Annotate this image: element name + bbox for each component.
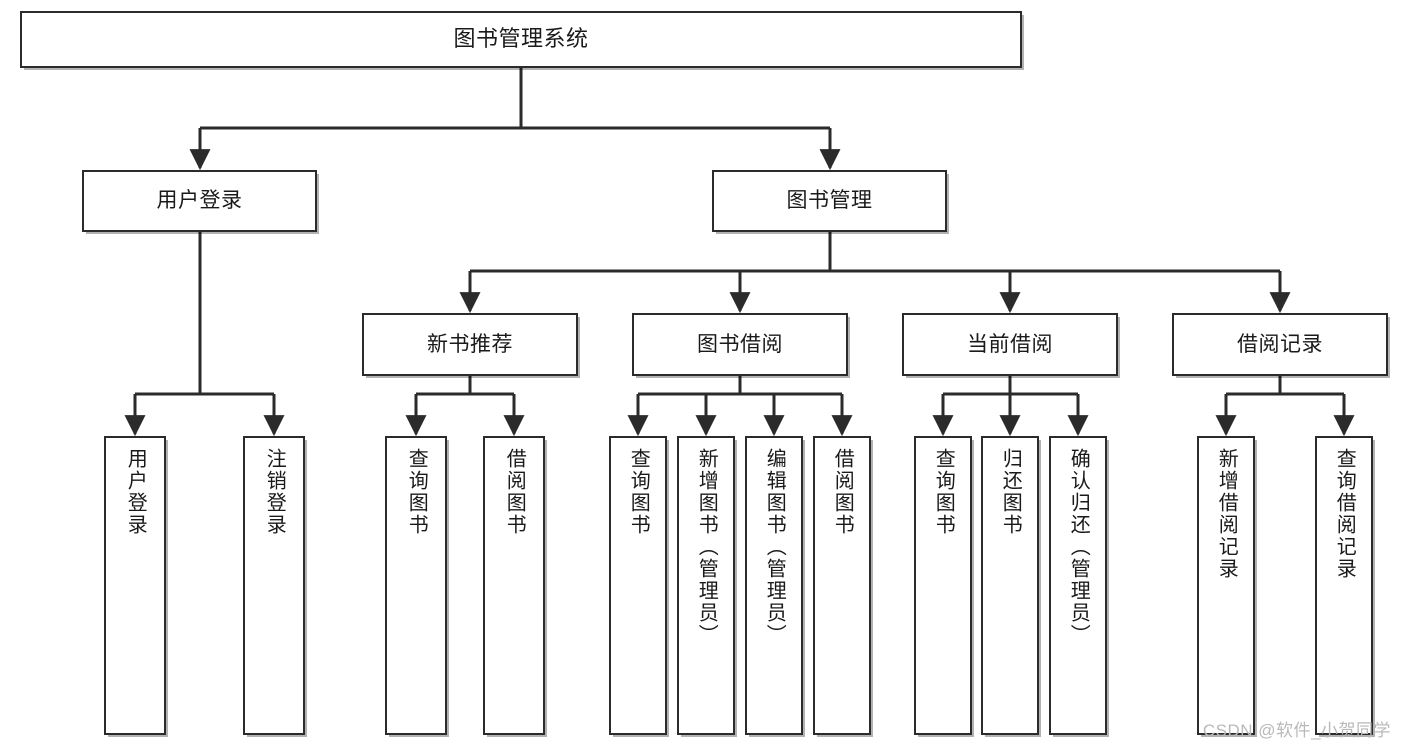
node-l2-new[interactable]: 新书推荐 xyxy=(362,313,578,376)
node-l3-d3[interactable]: 确认归还（管理员） xyxy=(1049,436,1107,735)
node-l1-book[interactable]: 图书管理 xyxy=(712,170,947,232)
node-label: 图书管理 xyxy=(786,189,873,213)
node-l3-c2[interactable]: 新增图书（管理员） xyxy=(677,436,735,735)
node-l2-current[interactable]: 当前借阅 xyxy=(902,313,1118,376)
node-label: 用户登录 xyxy=(156,189,243,213)
node-label: 新增借阅记录 xyxy=(1215,448,1238,580)
node-label: 借阅图书 xyxy=(503,448,526,536)
node-l3-a2[interactable]: 注销登录 xyxy=(243,436,305,735)
node-l3-b2[interactable]: 借阅图书 xyxy=(483,436,545,735)
node-label: 查询图书 xyxy=(627,448,650,536)
node-label: 注销登录 xyxy=(263,448,286,536)
node-label: 新增图书（管理员） xyxy=(695,448,718,646)
node-root[interactable]: 图书管理系统 xyxy=(20,11,1022,68)
node-label: 查询图书 xyxy=(932,448,955,536)
watermark-label: CSDN @软件_小贺同学 xyxy=(1202,721,1391,740)
node-label: 借阅记录 xyxy=(1237,332,1323,356)
node-label: 编辑图书（管理员） xyxy=(763,448,786,646)
node-l3-c3[interactable]: 编辑图书（管理员） xyxy=(745,436,803,735)
node-l3-d1[interactable]: 查询图书 xyxy=(914,436,972,735)
node-label: 当前借阅 xyxy=(967,332,1053,356)
node-label: 借阅图书 xyxy=(831,448,854,536)
node-l3-c4[interactable]: 借阅图书 xyxy=(813,436,871,735)
node-l3-a1[interactable]: 用户登录 xyxy=(104,436,166,735)
node-l3-e1[interactable]: 新增借阅记录 xyxy=(1197,436,1255,735)
node-label: 归还图书 xyxy=(999,448,1022,536)
node-l3-d2[interactable]: 归还图书 xyxy=(981,436,1039,735)
node-l2-borrow[interactable]: 图书借阅 xyxy=(632,313,848,376)
node-label: 查询借阅记录 xyxy=(1333,448,1356,580)
node-l2-record[interactable]: 借阅记录 xyxy=(1172,313,1388,376)
node-l3-b1[interactable]: 查询图书 xyxy=(385,436,447,735)
node-label: 确认归还（管理员） xyxy=(1067,448,1090,646)
node-label: 新书推荐 xyxy=(427,332,513,356)
node-l3-e2[interactable]: 查询借阅记录 xyxy=(1315,436,1373,735)
node-l1-login[interactable]: 用户登录 xyxy=(82,170,317,232)
node-label: 用户登录 xyxy=(124,448,147,536)
node-l3-c1[interactable]: 查询图书 xyxy=(609,436,667,735)
node-label: 查询图书 xyxy=(405,448,428,536)
node-label: 图书借阅 xyxy=(697,332,783,356)
node-label: 图书管理系统 xyxy=(453,26,589,52)
